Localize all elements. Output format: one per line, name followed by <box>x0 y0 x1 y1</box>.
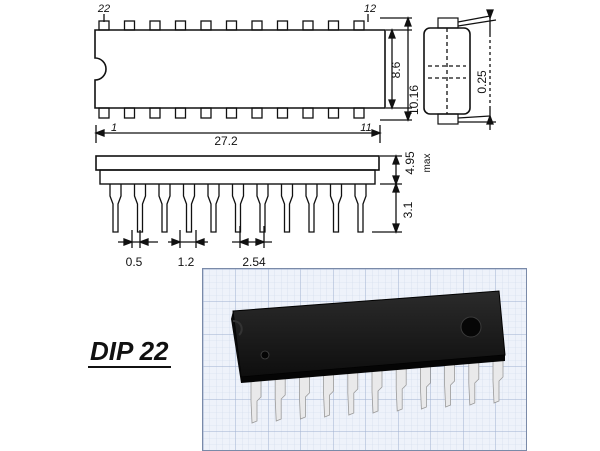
row-spacing-label: 10.16 <box>407 85 421 115</box>
body-height-label: 4.95 <box>403 151 417 175</box>
side-view-base <box>99 169 376 185</box>
lead-length-label: 3.1 <box>401 201 415 218</box>
top-pin <box>327 20 340 31</box>
bottom-pin <box>327 107 340 119</box>
top-pin <box>200 20 212 31</box>
top-view-upper-pins <box>98 20 365 31</box>
side-pin <box>305 184 318 233</box>
chip-photo <box>202 268 527 451</box>
bottom-pin <box>353 107 365 119</box>
side-view-body <box>95 155 380 171</box>
top-pin <box>123 20 136 31</box>
top-pin <box>174 20 187 31</box>
body-height-note: max <box>422 154 433 173</box>
top-pin <box>276 20 289 31</box>
chip-leads <box>250 355 504 424</box>
pitch-label: 2.54 <box>242 255 266 269</box>
top-pin <box>251 20 263 31</box>
side-pin <box>280 184 294 233</box>
bottom-pin <box>149 107 161 119</box>
lead-thickness-label: 0.25 <box>475 70 489 94</box>
top-view-lower-pins <box>98 107 365 119</box>
side-pin <box>354 184 367 233</box>
pin-label-1: 1 <box>111 122 117 134</box>
shoulder-width-label: 1.2 <box>178 255 195 269</box>
side-pin <box>133 184 147 233</box>
pin1-dot <box>460 316 482 338</box>
pin-label-11: 11 <box>360 122 371 134</box>
side-pin <box>207 184 220 233</box>
bottom-pin <box>302 107 314 119</box>
pin-label-12: 12 <box>364 3 376 15</box>
side-pin <box>231 184 245 233</box>
length-label: 27.2 <box>214 134 238 148</box>
side-view-pins <box>109 184 367 233</box>
bottom-pin <box>200 107 212 119</box>
bottom-pin <box>98 107 110 119</box>
side-pin <box>109 184 122 233</box>
side-pin <box>182 184 196 233</box>
bottom-pin <box>276 107 289 119</box>
package-name-heading: DIP 22 <box>88 336 171 368</box>
top-pin <box>225 20 238 31</box>
bottom-pin <box>251 107 263 119</box>
body-width-label: 8.6 <box>389 61 403 78</box>
bottom-pin <box>123 107 136 119</box>
side-pin <box>256 184 269 233</box>
top-view-body <box>94 29 386 109</box>
end-view <box>423 9 497 130</box>
side-pin <box>329 184 343 233</box>
lead-width-label: 0.5 <box>126 255 143 269</box>
orientation-dot <box>260 350 270 360</box>
pin-label-22: 22 <box>97 3 110 15</box>
top-pin <box>149 20 161 31</box>
top-pin <box>353 20 365 31</box>
top-pin <box>302 20 314 31</box>
side-pin <box>158 184 171 233</box>
chip-photo-illustration <box>203 269 526 450</box>
top-pin <box>98 20 110 31</box>
bottom-pin <box>225 107 238 119</box>
bottom-pin <box>174 107 187 119</box>
